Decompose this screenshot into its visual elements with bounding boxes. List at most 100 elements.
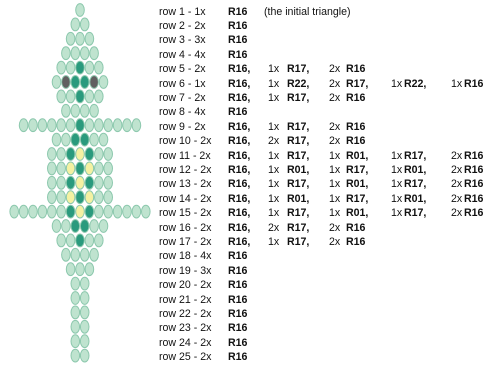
row-label: row 22 - 2x <box>159 307 212 320</box>
bead-r16 <box>47 204 57 219</box>
bead-r16 <box>94 161 104 176</box>
bead-color-code: R17, <box>287 91 310 104</box>
row-label: row 14 - 2x <box>159 192 212 205</box>
bead-quantity: 2x <box>451 149 463 162</box>
bead-r16 <box>79 247 90 262</box>
bead-color-code: R17, <box>287 120 310 133</box>
bead-r01 <box>84 190 95 205</box>
leg-bead <box>131 204 142 219</box>
bead-r16 <box>56 233 67 248</box>
bead-r16 <box>70 247 81 262</box>
bead-color-code: R17, <box>404 178 427 191</box>
bead-color-code: R16 <box>228 5 248 18</box>
bead-color-code: R16 <box>464 178 484 191</box>
leg-bead <box>112 204 123 219</box>
bead-r01 <box>75 175 85 190</box>
bead-quantity: 1x <box>329 207 341 220</box>
bead-r16 <box>94 190 104 205</box>
row-label: row 12 - 2x <box>159 163 212 176</box>
bead-color-code: R16 <box>228 336 248 349</box>
bead-color-code: R16, <box>228 77 251 90</box>
row-label: row 10 - 2x <box>159 135 212 148</box>
row-note: (the initial triangle) <box>264 5 351 18</box>
leg-bead <box>122 118 132 133</box>
bead-r22 <box>61 75 71 89</box>
bead-color-code: R01, <box>346 149 369 162</box>
bead-r16 <box>56 60 67 75</box>
bead-quantity: 2x <box>451 192 463 205</box>
row-label: row 11 - 2x <box>159 149 211 162</box>
bead-quantity: 2x <box>451 163 463 176</box>
bead-quantity: 2x <box>329 91 341 104</box>
bead-r16 <box>75 3 85 17</box>
bead-r16 <box>47 161 57 176</box>
bead-r16 <box>89 103 99 118</box>
bead-color-code: R16 <box>228 250 248 263</box>
bead-r16 <box>70 291 81 305</box>
bead-r16 <box>61 103 71 118</box>
bead-r16 <box>75 262 85 277</box>
bead-color-code: R17, <box>287 149 310 162</box>
leg-bead <box>37 204 48 219</box>
bead-color-code: R16, <box>228 221 251 234</box>
bead-r16 <box>56 175 67 190</box>
bead-color-code: R01, <box>404 192 427 205</box>
leg-bead <box>131 118 142 133</box>
row-label: row 2 - 2x <box>159 19 206 32</box>
bead-quantity: 1x <box>391 178 403 191</box>
bead-quantity: 1x <box>268 207 280 220</box>
bead-r16 <box>84 60 95 75</box>
row-label: row 4 - 4x <box>159 48 206 61</box>
bead-color-code: R16 <box>228 307 248 320</box>
leg-bead <box>9 204 19 219</box>
bead-r16 <box>47 147 57 161</box>
bead-quantity: 1x <box>391 207 403 220</box>
bead-r17 <box>70 132 81 147</box>
bead-r16 <box>70 348 81 363</box>
bead-quantity: 1x <box>391 192 403 205</box>
leg-bead <box>112 118 123 133</box>
bead-color-code: R16 <box>464 77 484 90</box>
leg-bead <box>47 118 57 133</box>
bead-color-code: R16, <box>228 192 251 205</box>
bead-r16 <box>47 175 57 190</box>
bead-r16 <box>56 89 67 104</box>
bead-r16 <box>65 31 76 46</box>
bead-r16 <box>65 118 76 133</box>
bead-quantity: 2x <box>329 235 341 248</box>
bead-color-code: R16 <box>464 192 484 205</box>
bead-color-code: R16 <box>228 322 248 335</box>
bead-color-code: R01, <box>287 192 310 205</box>
bead-color-code: R17, <box>287 135 310 148</box>
bead-quantity: 2x <box>268 221 280 234</box>
bead-r16 <box>89 132 99 147</box>
row-label: row 6 - 1x <box>159 77 206 90</box>
bead-quantity: 2x <box>329 135 341 148</box>
bead-r16 <box>75 31 85 46</box>
bead-color-code: R16, <box>228 207 251 220</box>
bead-r17 <box>75 161 85 176</box>
bead-r16 <box>47 190 57 205</box>
bead-r16 <box>103 204 113 219</box>
bead-r17 <box>65 175 76 190</box>
bead-quantity: 1x <box>329 192 341 205</box>
bead-r16 <box>94 118 104 133</box>
leg-bead <box>37 118 48 133</box>
bead-quantity: 1x <box>268 91 280 104</box>
bead-r16 <box>84 31 95 46</box>
bead-r16 <box>65 262 76 277</box>
bead-quantity: 1x <box>329 149 341 162</box>
bead-r16 <box>65 233 76 248</box>
bead-color-code: R16 <box>346 63 366 76</box>
bead-r16 <box>89 247 99 262</box>
bead-quantity: 2x <box>451 207 463 220</box>
bead-quantity: 1x <box>329 163 341 176</box>
row-label: row 21 - 2x <box>159 293 212 306</box>
bead-r01 <box>75 147 85 161</box>
